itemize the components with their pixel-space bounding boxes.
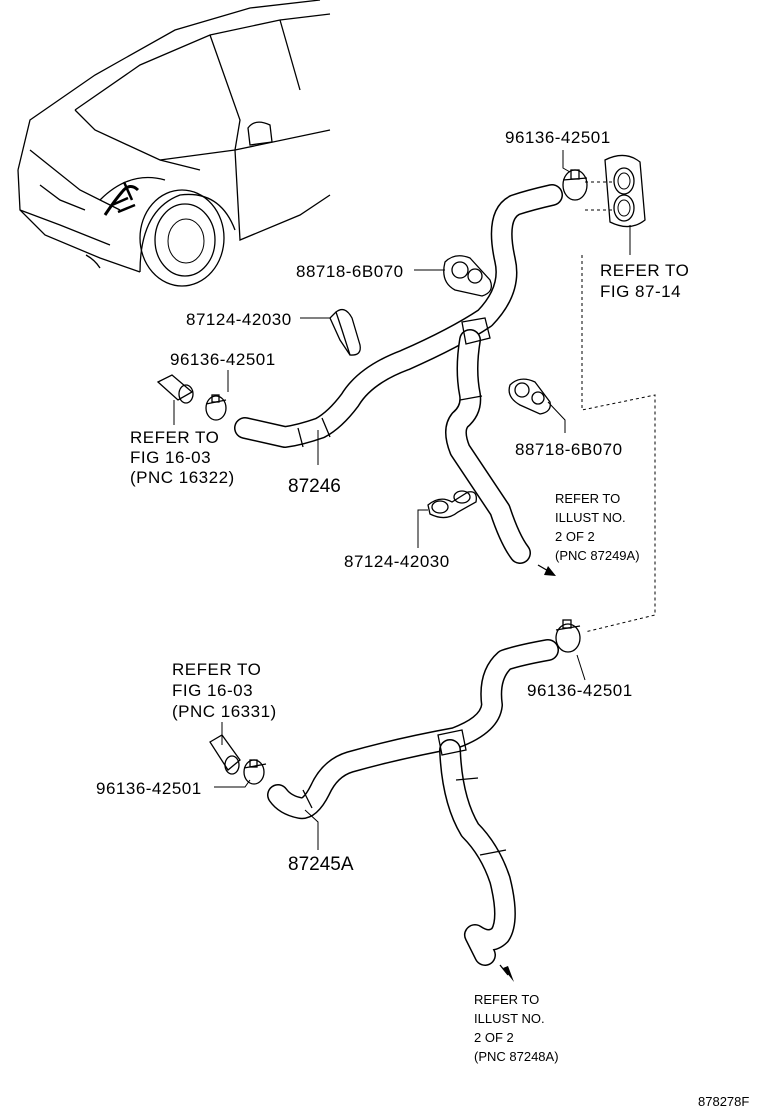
hose-87246: [234, 184, 563, 564]
ref-line: 2 OF 2: [555, 529, 595, 544]
ref-line: REFER TO: [130, 428, 219, 447]
arrow-lower-head: [503, 966, 514, 982]
ref-line: REFER TO: [555, 491, 620, 506]
label-hose-87246[interactable]: 87246: [288, 476, 341, 497]
ref-line: REFER TO: [600, 261, 689, 280]
ref-fig-16-03-lower[interactable]: REFER TO FIG 16-03 (PNC 16331): [172, 660, 277, 721]
arrow-upper-head: [544, 566, 556, 576]
label-clip-87124-bottom[interactable]: 87124-42030: [344, 552, 450, 571]
ref-line: REFER TO: [474, 992, 539, 1007]
clamp-top: [562, 169, 588, 201]
label-clip-87124-left[interactable]: 87124-42030: [186, 310, 292, 329]
arrow-lower: [499, 964, 509, 976]
label-clamp-left-bottom[interactable]: 96136-42501: [96, 779, 202, 798]
ref-line: FIG 16-03: [130, 448, 211, 467]
pipe-left-upper: [156, 374, 227, 421]
vehicle-illustration: [17, 0, 331, 287]
ref-line: FIG 87-14: [600, 282, 681, 301]
leader-lines: [173, 150, 631, 850]
ref-line: (PNC 87249A): [555, 548, 640, 563]
clip-88718-right: [508, 378, 551, 415]
label-clamp-left-top[interactable]: 96136-42501: [170, 350, 276, 369]
grommet: [585, 154, 646, 228]
ref-line: (PNC 16331): [172, 702, 277, 721]
ref-illust-lower[interactable]: REFER TO ILLUST NO. 2 OF 2 (PNC 87248A): [474, 992, 559, 1064]
clip-87124-bottom: [427, 490, 477, 519]
figure-id: 878278F: [698, 1094, 749, 1109]
ref-fig-16-03-upper[interactable]: REFER TO FIG 16-03 (PNC 16322): [130, 428, 235, 487]
label-clamp-top[interactable]: 96136-42501: [505, 128, 611, 147]
ref-line: REFER TO: [172, 660, 261, 679]
clip-88718-top: [443, 255, 493, 297]
ref-line: ILLUST NO.: [555, 510, 626, 525]
clamp-mid-right: [555, 619, 581, 653]
ref-illust-upper[interactable]: REFER TO ILLUST NO. 2 OF 2 (PNC 87249A): [555, 491, 640, 563]
ref-fig-87-14[interactable]: REFER TO FIG 87-14: [600, 261, 689, 301]
ref-line: (PNC 16322): [130, 468, 235, 487]
label-clip-88718-top[interactable]: 88718-6B070: [296, 262, 404, 281]
label-clip-88718-right[interactable]: 88718-6B070: [515, 440, 623, 459]
ref-line: ILLUST NO.: [474, 1011, 545, 1026]
ref-line: (PNC 87248A): [474, 1049, 559, 1064]
pipe-left-lower: [209, 734, 267, 785]
label-hose-87245A[interactable]: 87245A: [288, 854, 354, 875]
ref-line: 2 OF 2: [474, 1030, 514, 1045]
ref-line: FIG 16-03: [172, 681, 253, 700]
clip-87124-left: [329, 308, 361, 356]
label-clamp-mid-right[interactable]: 96136-42501: [527, 681, 633, 700]
hose-87245A: [267, 639, 559, 966]
